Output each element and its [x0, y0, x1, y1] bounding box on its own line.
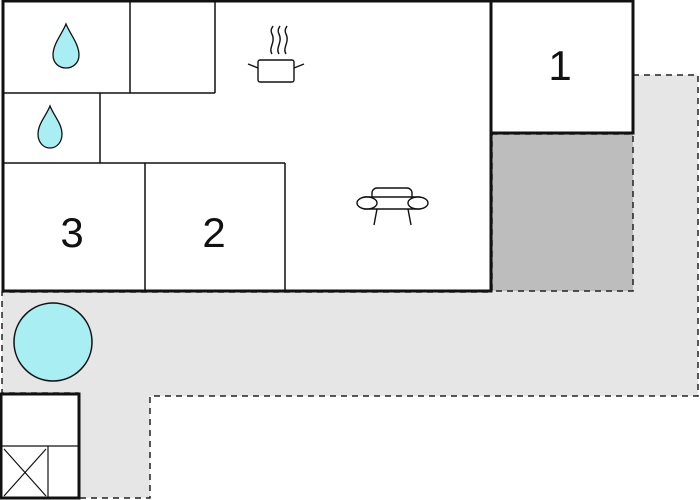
room-3-label: 3	[60, 209, 83, 256]
interior-walls	[3, 1, 286, 291]
covered-patio	[491, 133, 634, 292]
sofa-icon	[356, 187, 429, 226]
house-outer-wall	[1, 0, 493, 293]
cooking-pot-icon	[247, 25, 305, 83]
house-interior	[3, 1, 491, 291]
room-2-label: 2	[202, 209, 225, 256]
crossed-box-icon	[3, 448, 47, 497]
water-drop-icon	[52, 22, 80, 69]
storage-shed	[0, 392, 81, 500]
room-1	[489, 0, 635, 135]
pool-circle	[13, 302, 93, 382]
room-1-label: 1	[548, 42, 571, 89]
water-drop-icon	[37, 104, 63, 149]
